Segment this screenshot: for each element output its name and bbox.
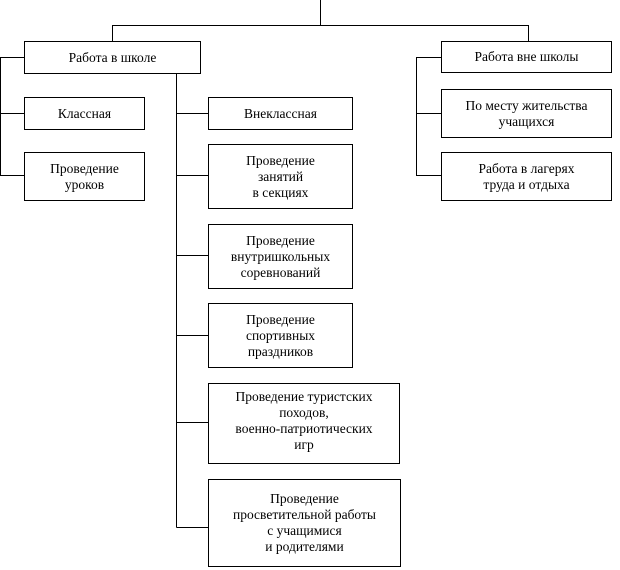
node-sections: Проведение занятий в секциях [208,144,353,209]
node-competitions: Проведение внутришкольных соревнований [208,224,353,289]
node-camps: Работа в лагерях труда и отдыха [441,152,612,201]
node-tourism: Проведение туристских походов, военно-па… [208,383,400,464]
node-lessons: Проведение уроков [24,152,145,201]
node-extracurricular: Внеклассная [208,97,353,130]
node-sports-holidays: Проведение спортивных праздников [208,303,353,368]
node-residence: По месту жительства учащихся [441,89,612,138]
node-education: Проведение просветительной работы с учащ… [208,479,401,567]
node-classroom: Классная [24,97,145,130]
node-outside-school-work: Работа вне школы [441,41,612,73]
node-school-work: Работа в школе [24,41,201,74]
